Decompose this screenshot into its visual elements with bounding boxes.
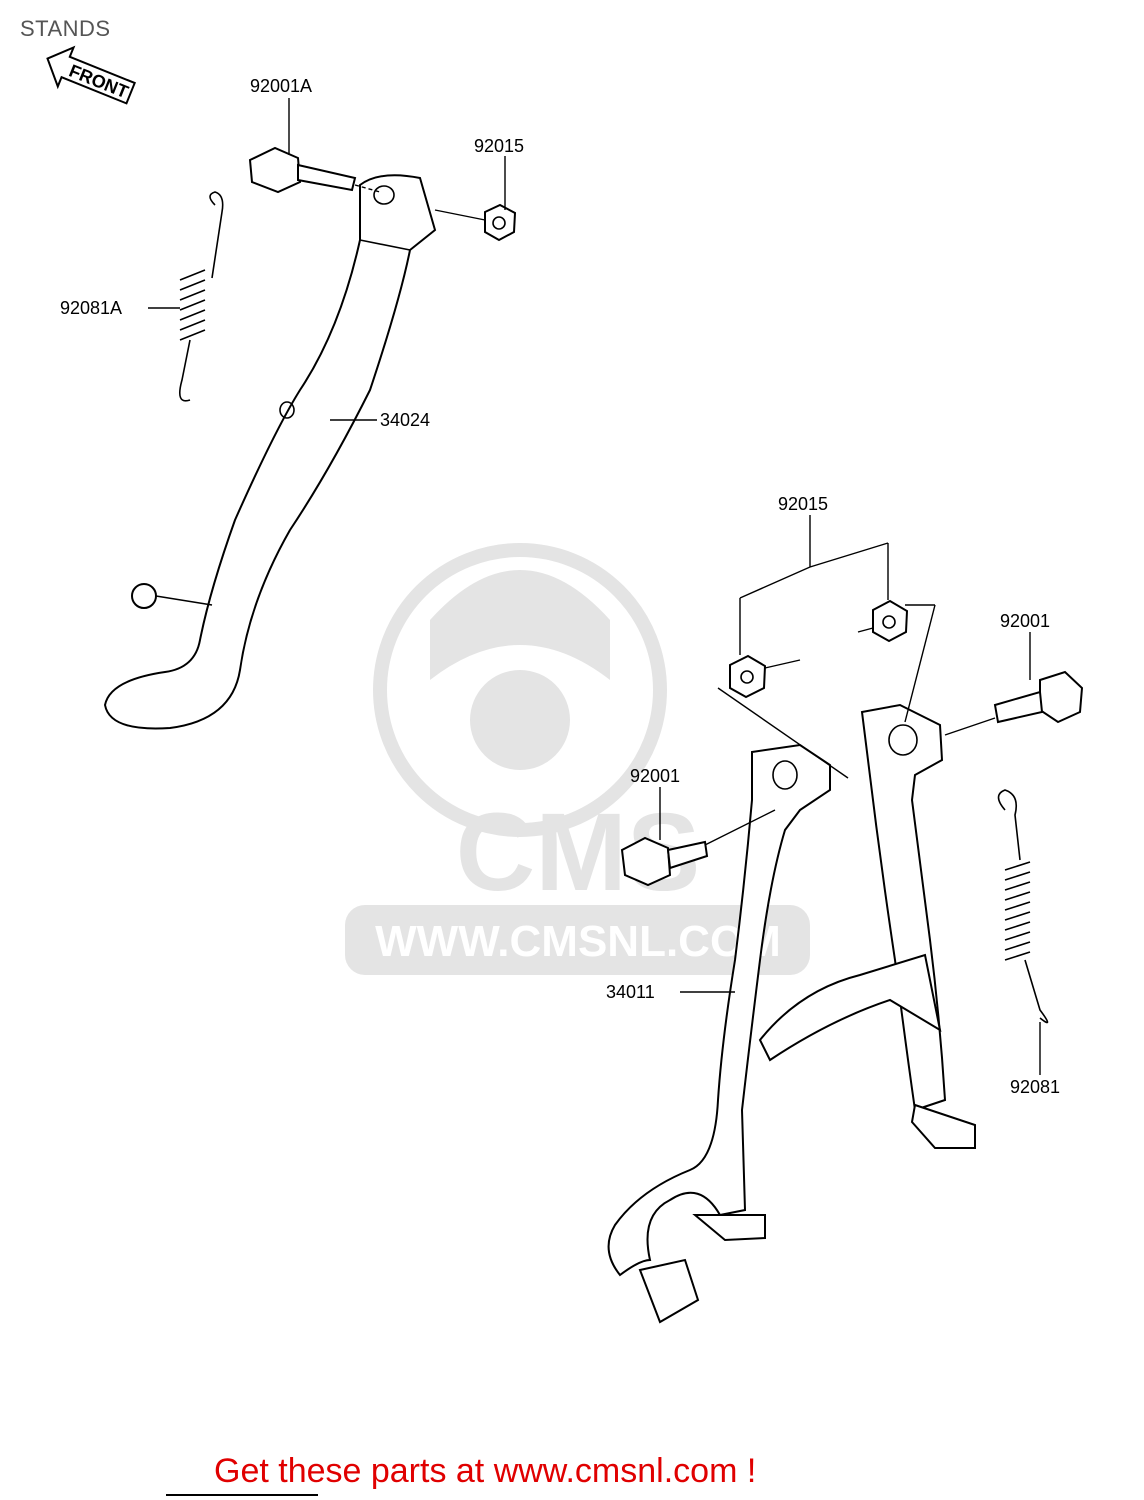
bolt-92001-left (620, 809, 776, 887)
center-stand-left-leg (607, 743, 831, 1277)
part-label-92015-top[interactable]: 92015 (474, 136, 525, 156)
part-label-92081a[interactable]: 92081A (60, 298, 123, 318)
nut-body (729, 654, 767, 699)
center-stand-nut-guide-lines (717, 604, 936, 779)
guide-line-left-nut (764, 659, 801, 669)
center-stand-pedal (638, 1258, 700, 1324)
spring-coils (1004, 861, 1031, 961)
center-stand-right-pivot (888, 724, 918, 756)
watermark-face (470, 670, 570, 770)
side-stand (103, 174, 437, 730)
side-stand-bracket-edge (359, 239, 411, 251)
part-label-92081[interactable]: 92081 (1010, 1077, 1061, 1097)
part-label-92001a[interactable]: 92001A (250, 76, 313, 96)
bolt-92001a (248, 146, 381, 194)
spring-coils (179, 269, 206, 341)
spring-92081a (179, 191, 224, 402)
spring-92081 (997, 789, 1049, 1024)
front-arrow-shape (46, 45, 137, 105)
part-label-92015-pair[interactable]: 92015 (778, 494, 829, 514)
center-stand-left-pivot (772, 760, 798, 790)
spring-bottom-hook (1024, 959, 1049, 1024)
watermark-ring (373, 543, 667, 837)
side-stand-knob (131, 583, 157, 609)
watermark-helmet (430, 570, 610, 680)
center-stand-cross-bar (758, 953, 942, 1062)
bolt-axis (704, 809, 776, 846)
part-label-92001-left[interactable]: 92001 (630, 766, 681, 786)
nut-hole (882, 615, 896, 629)
center-stand (607, 703, 976, 1324)
nut-hole (492, 216, 506, 230)
front-arrow: FRONT (46, 45, 137, 105)
side-stand-body (103, 174, 437, 730)
watermark-url-text: WWW.CMSNL.COM (375, 917, 781, 966)
center-stand-right-leg (860, 703, 947, 1112)
side-stand-spring-hole (279, 401, 295, 419)
bolt-shank (993, 690, 1044, 724)
page-title: STANDS (20, 16, 111, 41)
nut-hole (740, 670, 754, 684)
callout-lines (148, 98, 1041, 1075)
bolt-axis (354, 184, 381, 193)
center-stand-right-foot (910, 1103, 976, 1149)
nut-92015-top (434, 203, 517, 242)
spring-bottom-hook (179, 339, 191, 402)
side-stand-pivot-hole (373, 185, 395, 205)
part-label-34024[interactable]: 34024 (380, 410, 431, 430)
part-label-34011[interactable]: 34011 (606, 982, 655, 1002)
bolt-shank (666, 840, 709, 870)
nut-92015-right (872, 599, 909, 643)
front-arrow-label: FRONT (66, 60, 131, 102)
bolt-head (620, 836, 672, 887)
cta-link[interactable]: Get these parts at www.cmsnl.com ! (214, 1452, 757, 1490)
center-stand-left-foot (692, 1214, 766, 1242)
nut-body (484, 203, 517, 242)
guide-line-right-nut (857, 627, 874, 633)
side-stand-knob-rod (155, 595, 213, 606)
bolt-axis (944, 717, 996, 736)
bolt-head (248, 146, 302, 194)
guide-line-left (717, 687, 849, 779)
watermark-banner (345, 905, 810, 975)
spring-top-hook (209, 191, 224, 279)
spring-top-hook (997, 789, 1021, 861)
bolt-92001-right (944, 670, 1084, 736)
guide-line-right (904, 604, 936, 723)
nut-body (872, 599, 909, 643)
nut-92015-left (729, 654, 767, 699)
footer-rule (166, 1494, 318, 1496)
callout-line-92015-pair (739, 515, 889, 655)
part-label-92001-right[interactable]: 92001 (1000, 611, 1051, 631)
bolt-head (1039, 670, 1084, 724)
bolt-shank (297, 163, 357, 192)
nut-axis (434, 209, 486, 221)
